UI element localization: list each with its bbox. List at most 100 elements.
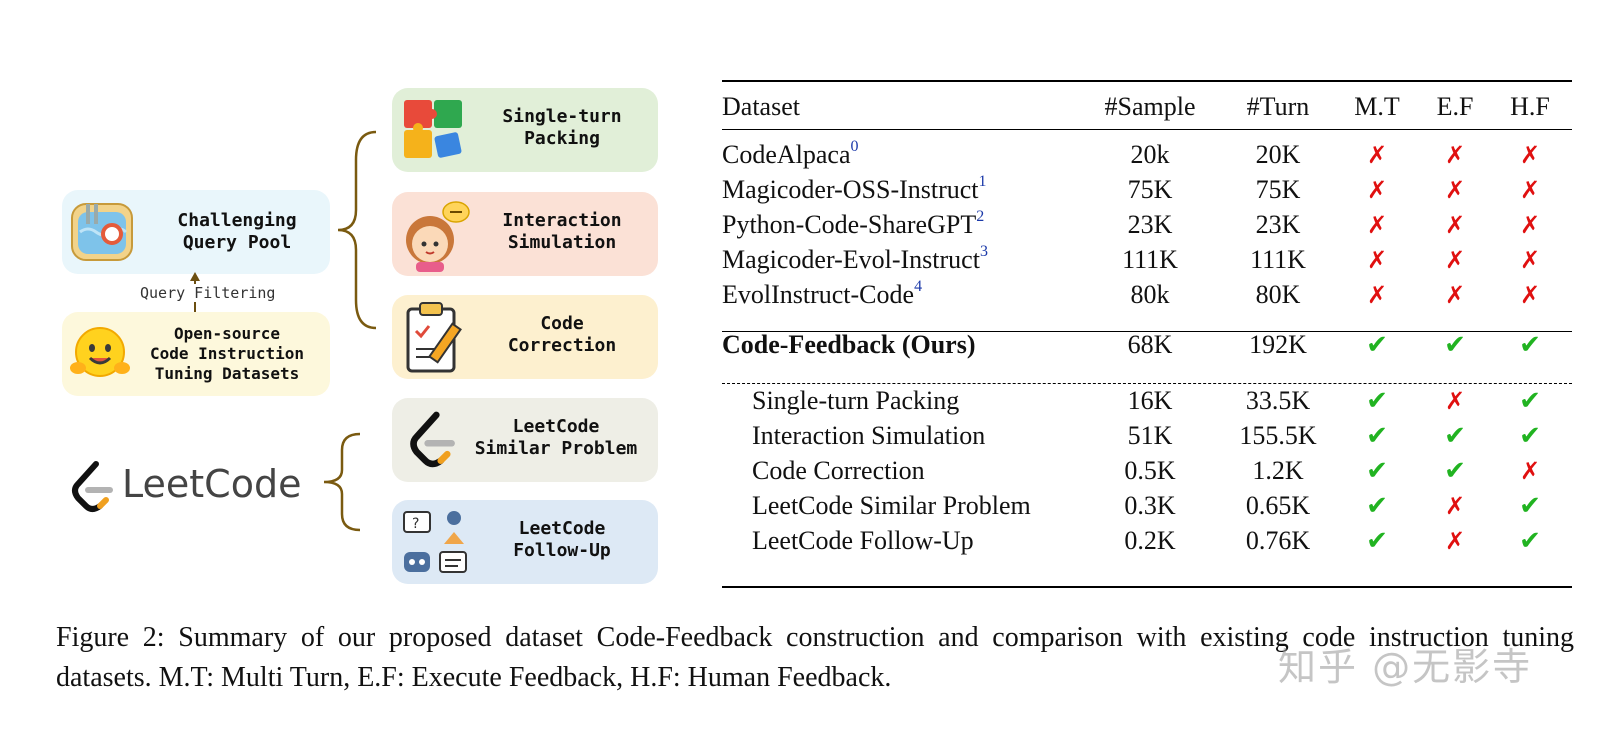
qa-robot-icon: ? [403,511,467,573]
table-header-rule [722,129,1572,130]
s-value: 16K [1127,386,1173,415]
dataset-name: Code Correction [752,456,925,486]
dataset-name-text: Interaction Simulation [752,421,986,450]
header-dataset: Dataset [722,92,800,121]
cross-mark-icon: ✗ [1519,457,1541,485]
leetcode-followup-label: LeetCode Follow-Up [513,518,611,561]
dataset-name: CodeAlpaca0 [722,138,859,170]
leetcode-similar-box: LeetCode Similar Problem [392,398,658,482]
header-mt: M.T [1354,92,1400,121]
leetcode-wordmark: LeetCode [122,462,302,506]
leetcode-icon [72,461,113,512]
dataset-name-text: Single-turn Packing [752,386,960,415]
hugging-face-icon [70,327,130,377]
s-value: 23K [1127,210,1173,239]
check-mark-icon: ✔ [1519,386,1541,416]
query-pool-label: Challenging Query Pool [177,210,297,253]
cross-mark-icon: ✗ [1444,281,1466,309]
check-mark-icon: ✔ [1444,421,1466,451]
cross-mark-icon: ✗ [1366,211,1388,239]
dataset-name-text: Magicoder-Evol-Instruct [722,245,980,274]
cross-mark-icon: ✗ [1444,527,1466,555]
t-value: 0.65K [1245,491,1311,520]
header-ef: E.F [1436,92,1474,121]
citation-ref: 2 [976,208,985,225]
check-mark-icon: ✔ [1519,421,1541,451]
source-datasets-box: Open-source Code Instruction Tuning Data… [62,312,330,396]
puzzle-icon [404,100,462,158]
citation-ref: 1 [978,173,987,190]
dataset-name: Interaction Simulation [752,421,985,451]
header-sample: #Sample [1104,92,1196,121]
dataset-name-text: Python-Code-ShareGPT [722,210,977,239]
header-turn: #Turn [1246,92,1310,121]
t-value: 192K [1249,330,1307,359]
cross-mark-icon: ✗ [1366,246,1388,274]
t-value: 111K [1250,245,1306,274]
cross-mark-icon: ✗ [1444,387,1466,415]
dataset-name-text: EvolInstruct-Code [722,280,915,309]
cross-mark-icon: ✗ [1444,141,1466,169]
t-value: 80K [1255,280,1301,309]
dataset-name: Single-turn Packing [752,386,959,416]
s-value: 20k [1130,140,1170,169]
cross-mark-icon: ✗ [1366,281,1388,309]
t-value: 20K [1255,140,1301,169]
check-mark-icon: ✔ [1519,491,1541,521]
table-bottom-rule [722,586,1572,588]
dataset-name: EvolInstruct-Code4 [722,278,922,310]
pool-icon [71,203,133,261]
dataset-name: Magicoder-Evol-Instruct3 [722,243,988,275]
s-value: 68K [1127,330,1173,359]
query-pool-box: Challenging Query Pool [62,190,330,274]
query-filtering-label: Query Filtering [138,284,278,302]
check-mark-icon: ✔ [1519,526,1541,556]
s-value: 51K [1127,421,1173,450]
check-mark-icon: ✔ [1366,330,1388,360]
cross-mark-icon: ✗ [1366,141,1388,169]
brace-upper [337,130,377,330]
clipboard-pencil-icon [406,302,462,373]
dataset-name-text: Code-Feedback (Ours) [722,330,976,359]
cross-mark-icon: ✗ [1366,176,1388,204]
brace-lower [323,432,361,532]
dataset-name: Code-Feedback (Ours) [722,330,975,360]
girl-chat-icon [406,201,470,272]
table-dashed-rule [722,383,1572,384]
t-value: 0.76K [1245,526,1311,555]
figure-caption: Figure 2: Summary of our proposed datase… [56,622,1574,693]
dataset-name-text: CodeAlpaca [722,140,851,169]
cross-mark-icon: ✗ [1444,246,1466,274]
s-value: 0.5K [1124,456,1176,485]
leetcode-similar-label: LeetCode Similar Problem [474,416,638,459]
svg-text:?: ? [412,516,419,532]
cross-mark-icon: ✗ [1519,176,1541,204]
s-value: 0.2K [1124,526,1176,555]
single-turn-packing-label: Single-turn Packing [502,106,622,149]
check-mark-icon: ✔ [1366,386,1388,416]
dataset-name-text: Magicoder-OSS-Instruct [722,175,979,204]
citation-ref: 0 [850,138,859,155]
dataset-name: Magicoder-OSS-Instruct1 [722,173,987,205]
t-value: 1.2K [1252,456,1304,485]
dataset-name-text: Code Correction [752,456,925,485]
check-mark-icon: ✔ [1366,491,1388,521]
dataset-name: LeetCode Similar Problem [752,491,1031,521]
cross-mark-icon: ✗ [1519,141,1541,169]
table-mid-rule [722,331,1572,332]
interaction-simulation-label: Interaction Simulation [502,210,622,253]
interaction-simulation-box: Interaction Simulation [392,192,658,276]
t-value: 33.5K [1245,386,1311,415]
dataset-name-text: LeetCode Follow-Up [752,526,974,555]
cross-mark-icon: ✗ [1444,176,1466,204]
s-value: 80k [1130,280,1170,309]
cross-mark-icon: ✗ [1519,246,1541,274]
leetcode-followup-box: ? LeetCode Follow-Up [392,500,658,584]
watermark: 知乎 @无影寺 [1278,645,1533,689]
dataset-name: Python-Code-ShareGPT2 [722,208,985,240]
check-mark-icon: ✔ [1366,421,1388,451]
t-value: 155.5K [1239,421,1317,450]
leetcode-icon [410,411,455,468]
header-hf: H.F [1510,92,1550,121]
check-mark-icon: ✔ [1366,526,1388,556]
